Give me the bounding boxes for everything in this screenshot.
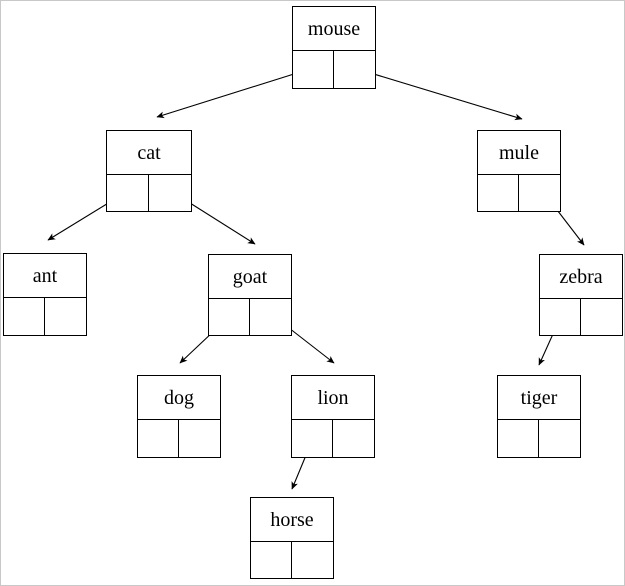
tree-node-label: goat [209,255,291,299]
tree-node-pointer-row [498,420,580,457]
left-child-pointer-cell[interactable] [478,175,519,211]
tree-node-mouse[interactable]: mouse [292,6,376,89]
tree-node-label: lion [292,376,374,420]
tree-node-pointer-row [293,51,375,88]
tree-node-pointer-row [138,420,220,457]
tree-node-dog[interactable]: dog [137,375,221,458]
left-child-pointer-cell[interactable] [209,299,250,335]
tree-node-pointer-row [4,298,86,335]
left-child-pointer-cell[interactable] [4,298,45,335]
right-child-pointer-cell[interactable] [45,298,86,335]
right-child-pointer-cell[interactable] [250,299,291,335]
right-child-pointer-cell[interactable] [292,542,333,578]
right-child-pointer-cell[interactable] [333,420,374,457]
tree-node-label: horse [251,498,333,542]
left-child-pointer-cell[interactable] [251,542,292,578]
tree-node-label: tiger [498,376,580,420]
left-child-pointer-cell[interactable] [107,175,149,211]
left-child-pointer-cell[interactable] [138,420,179,457]
tree-node-pointer-row [540,299,622,335]
tree-node-pointer-row [209,299,291,335]
right-child-pointer-cell[interactable] [539,420,580,457]
right-child-pointer-cell[interactable] [334,51,375,88]
tree-node-label: ant [4,254,86,298]
tree-node-cat[interactable]: cat [106,130,192,212]
tree-node-tiger[interactable]: tiger [497,375,581,458]
left-child-pointer-cell[interactable] [498,420,539,457]
tree-node-pointer-row [107,175,191,211]
tree-node-ant[interactable]: ant [3,253,87,336]
right-child-pointer-cell[interactable] [581,299,622,335]
tree-node-mule[interactable]: mule [477,130,561,212]
tree-node-label: dog [138,376,220,420]
tree-node-pointer-row [292,420,374,457]
tree-node-lion[interactable]: lion [291,375,375,458]
tree-node-label: mouse [293,7,375,51]
left-child-pointer-cell[interactable] [293,51,334,88]
tree-node-label: mule [478,131,560,175]
tree-node-pointer-row [251,542,333,578]
tree-node-goat[interactable]: goat [208,254,292,336]
tree-node-horse[interactable]: horse [250,497,334,579]
right-child-pointer-cell[interactable] [519,175,560,211]
tree-node-pointer-row [478,175,560,211]
left-child-pointer-cell[interactable] [292,420,333,457]
right-child-pointer-cell[interactable] [149,175,191,211]
tree-node-zebra[interactable]: zebra [539,254,623,336]
tree-edge-mouse-to-cat [156,67,314,119]
tree-edge-mouse-to-mule [353,67,523,121]
left-child-pointer-cell[interactable] [540,299,581,335]
tree-node-label: cat [107,131,191,175]
right-child-pointer-cell[interactable] [179,420,220,457]
tree-node-label: zebra [540,255,622,299]
